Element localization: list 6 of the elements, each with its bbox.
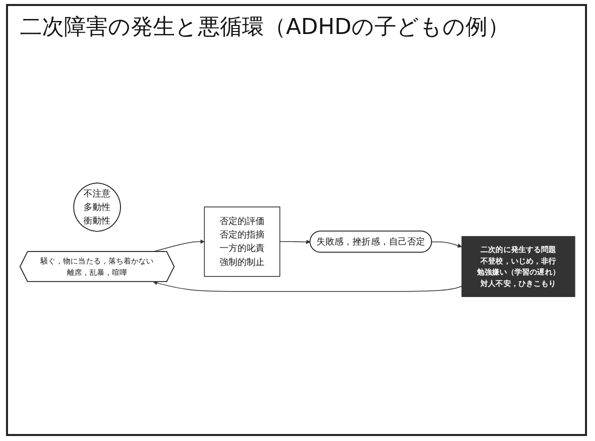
node-box: 否定的評価 否定的指摘 一方的叱責 強制的制止 xyxy=(204,206,280,277)
arrow xyxy=(279,240,310,244)
arrow xyxy=(152,240,205,252)
arrow xyxy=(153,280,462,292)
arrow xyxy=(431,242,462,248)
title: 二次障害の発生と悪循環（ADHDの子どもの例） xyxy=(20,14,510,42)
